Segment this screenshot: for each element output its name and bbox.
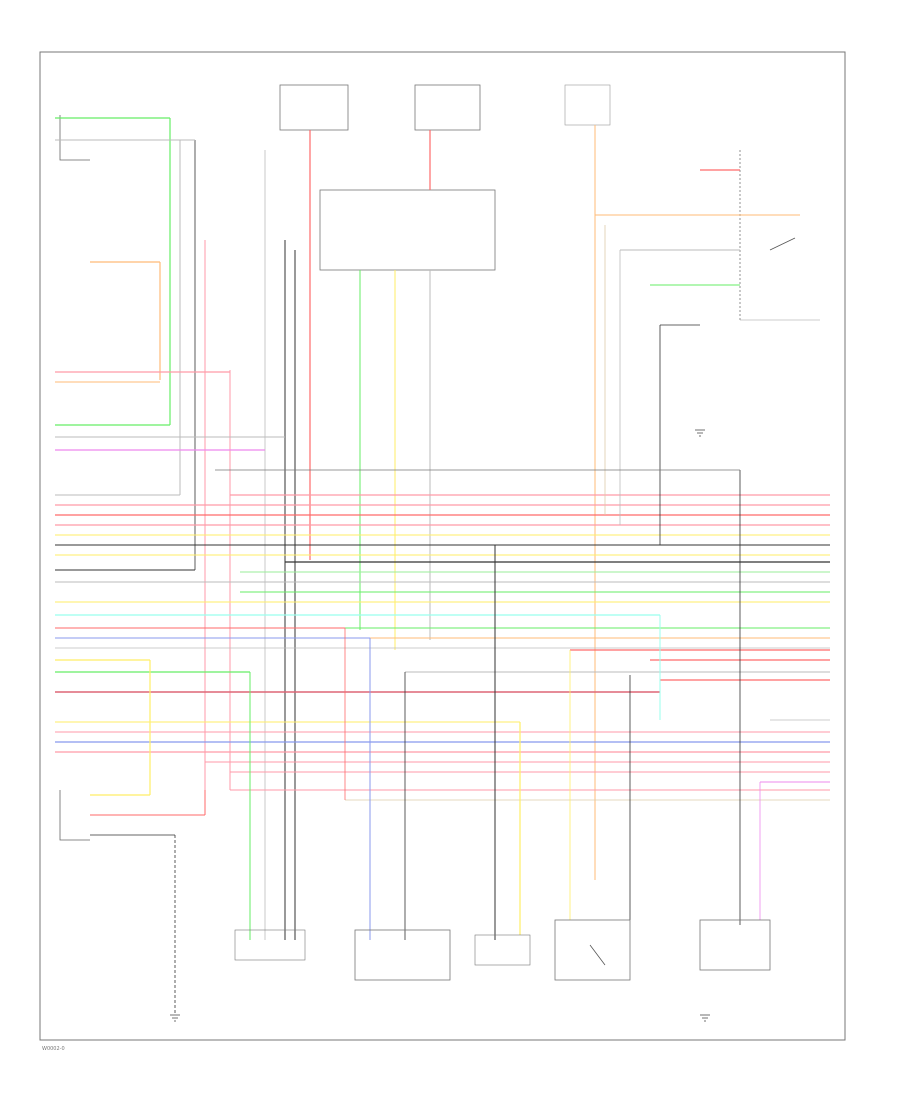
pcm-box [319,189,496,271]
hot-in-run-box [414,84,481,131]
left-connector-bottom [59,790,90,841]
switch-icon [769,237,796,251]
intake-air-temp-sensor [474,934,531,966]
throttle-position-sensor [354,929,451,981]
hot-at-all-times-box [279,84,349,131]
fuel-tank-pressure-sensor [234,929,306,961]
ground-icon [170,1014,180,1022]
left-connector-top [59,115,90,161]
diagram-frame [39,51,846,1041]
fuel-pump-sensor [699,919,771,971]
switch-icon [589,944,606,966]
ground-icon [695,429,705,437]
ground-icon [700,1014,710,1022]
fuse-box-right [564,84,611,126]
footer-code: W0002-0 [42,1046,65,1052]
fuel-level-sensor [554,919,631,981]
